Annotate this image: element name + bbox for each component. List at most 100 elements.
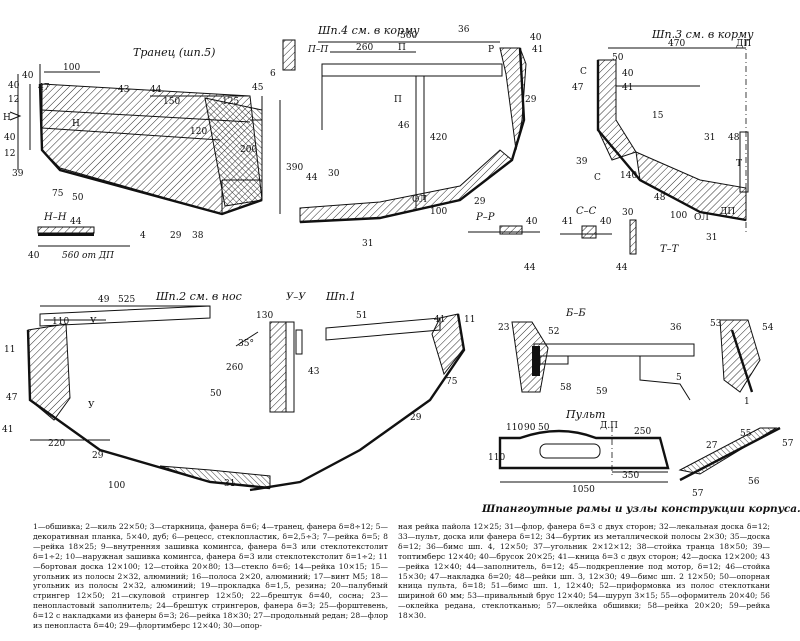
transom-p39: 39: [12, 169, 24, 179]
transom-title: Транец (шп.5): [133, 46, 215, 59]
transom-dim-50: 50: [72, 193, 84, 203]
section-cc-p41: 41: [562, 217, 573, 227]
redan-p56: 56: [748, 477, 760, 487]
frame2-p31: 31: [224, 479, 235, 489]
section-bb: Б–Б 23 52 36 58 59 5 53 54 1: [498, 308, 774, 407]
redan-p57b: 57: [692, 489, 704, 499]
transom-dim-100: 100: [63, 63, 80, 73]
frame2-letter-u: У: [90, 317, 97, 327]
frame1-p51: 51: [356, 311, 367, 321]
section-bb-bulwark: [511, 321, 549, 393]
frame3-letter-c2: С: [594, 173, 601, 183]
frame4-ol: ОЛ: [412, 195, 427, 205]
section-uu-p50: 50: [210, 389, 222, 399]
frame3-p48b: 48: [654, 193, 666, 203]
section-hh-label: Н–Н: [43, 212, 67, 223]
frame2-drawing: Шп.2 см. в нос 525 49 110 У 11 47 41 220…: [2, 290, 271, 491]
frame3-p40: 40: [622, 69, 634, 79]
transom-p4: 4: [140, 231, 146, 241]
frame2-p41: 41: [2, 425, 13, 435]
transom-letter-h2: Н: [72, 119, 80, 129]
frame3-p41: 41: [622, 83, 633, 93]
section-bb-label: Б–Б: [565, 308, 586, 319]
frame4-p44: 44: [306, 173, 318, 183]
frame3-p31: 31: [704, 133, 715, 143]
frame4-title: Шп.4 см. в корму: [317, 24, 420, 37]
frame1-p41: 41: [434, 315, 445, 325]
section-tt-p44: 44: [616, 263, 628, 273]
redan-detail: [678, 427, 778, 475]
frame3-p15: 15: [652, 111, 664, 121]
frame1-p29: 29: [410, 413, 422, 423]
frame2-title: Шп.2 см. в нос: [155, 290, 242, 303]
frame3-letter-c: С: [580, 67, 587, 77]
gunwale-p1: 1: [744, 397, 750, 407]
transom-p45: 45: [252, 83, 264, 93]
transom-p43: 43: [118, 85, 130, 95]
frame2-side-knee: [27, 323, 71, 421]
section-hh-plate: [37, 226, 95, 234]
legend-right-column: ная рейка пайола 12×25; 31—флор, фанера …: [398, 522, 770, 621]
frame4-drawing: Шп.4 см. в корму П–П 6 560 260 П 36 Р 40…: [270, 24, 543, 249]
section-uu-dim-260: 260: [226, 363, 243, 373]
console-dim-110b: 110: [488, 453, 505, 463]
frame1-p11: 11: [464, 315, 475, 325]
frame1-side-knee: [431, 313, 465, 376]
transom-p40: 40: [22, 71, 34, 81]
frame3-p47: 47: [572, 83, 584, 93]
transom-dim-120: 120: [190, 127, 207, 137]
frame4-floor: [299, 149, 513, 223]
redan-p55: 55: [740, 429, 752, 439]
frame4-dim-6: 6: [270, 69, 276, 79]
frame4-dim-420: 420: [430, 133, 447, 143]
section-hh-p40: 40: [28, 251, 40, 261]
section-pp-p44: 44: [524, 263, 536, 273]
section-hh-from-dp: 560 от ДП: [62, 251, 114, 261]
transom-p29: 29: [170, 231, 182, 241]
console-dim-250: 250: [634, 427, 651, 437]
transom-dim-390: 390: [286, 163, 303, 173]
frame3-ol: ОЛ: [694, 213, 709, 223]
beam-49: [39, 305, 211, 327]
section-hh: Н–Н 44 40 560 от ДП: [28, 212, 130, 261]
section-pp-block: [499, 225, 523, 235]
frame3-tt-label: Т–Т: [660, 244, 680, 255]
transom-dim-40b: 40: [4, 133, 16, 143]
section-bb-p58: 58: [560, 383, 572, 393]
section-pp-label: Р–Р: [475, 212, 495, 223]
frame4-dim-260: 260: [356, 43, 373, 53]
frame2-dim-100: 100: [108, 481, 125, 491]
section-uu-angle-35: 35°: [238, 339, 254, 349]
frame3-title: Шп.3 см. в корму: [651, 28, 754, 41]
section-uu-plank: [269, 321, 287, 413]
transom-p44: 44: [150, 85, 162, 95]
frame3-p39: 39: [576, 157, 588, 167]
transom-drawing: Транец (шп.5) 100 40 12 Н 40 12 39 40 47…: [3, 46, 303, 241]
frame4-p41: 41: [532, 45, 543, 55]
transom-dim-40: 40: [8, 81, 20, 91]
frame4-p29: 29: [525, 95, 537, 105]
frame3-dim-100: 100: [670, 211, 687, 221]
section-bb-p5: 5: [676, 373, 682, 383]
main-caption: Шпангоутные рамы и узлы конструкции корп…: [482, 503, 800, 515]
frame2-floor: [159, 465, 271, 489]
transom-dim-150: 150: [163, 97, 180, 107]
beam-36: [321, 63, 503, 77]
frame1-title: Шп.1: [325, 290, 356, 303]
redan-p57: 57: [782, 439, 794, 449]
frame2-dim-110: 110: [52, 317, 69, 327]
console-dim-350: 350: [622, 471, 639, 481]
frame3-floor: [635, 151, 747, 221]
section-cc-block: [581, 225, 597, 239]
frame4-p29b: 29: [474, 197, 486, 207]
frame4-dim-100: 100: [430, 207, 447, 217]
section-hh-p44: 44: [70, 217, 82, 227]
section-bb-p52: 52: [548, 327, 559, 337]
frame4-p30: 30: [328, 169, 340, 179]
section-cc-p40: 40: [600, 217, 612, 227]
frame4-p40: 40: [530, 33, 542, 43]
section-bb-p23: 23: [498, 323, 510, 333]
section-tt-block: [629, 219, 637, 255]
frame3-letter-t: Т: [736, 159, 742, 169]
